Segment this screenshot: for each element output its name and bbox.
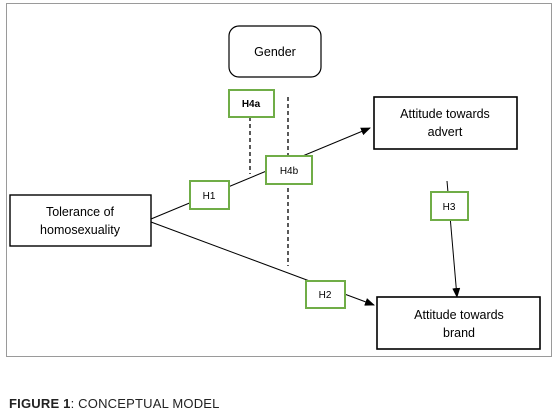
path-tolerance-to-advert [150, 127, 371, 220]
hypothesis-h4a: H4a [228, 89, 275, 118]
figure-caption: FIGURE 1: CONCEPTUAL MODEL [9, 396, 220, 411]
node-brand: Attitude towards brand [376, 296, 541, 350]
node-gender: Gender [228, 25, 322, 78]
figure-frame [6, 3, 552, 357]
node-advert-label-line2: advert [428, 125, 463, 139]
hypothesis-h3: H3 [430, 191, 469, 221]
node-brand-label-line2: brand [443, 326, 475, 340]
figure-caption-text: : CONCEPTUAL MODEL [70, 396, 220, 411]
node-advert: Attitude towards advert [373, 96, 518, 150]
node-tolerance: Tolerance of homosexuality [9, 194, 152, 247]
hypothesis-h1: H1 [189, 180, 230, 210]
hypothesis-h2-label: H2 [319, 290, 332, 301]
hypothesis-h1-label: H1 [203, 191, 216, 202]
hypothesis-h4a-label: H4a [242, 99, 261, 110]
hypothesis-h4b: H4b [265, 155, 313, 185]
hypothesis-h3-label: H3 [443, 202, 456, 213]
hypothesis-h4b-label: H4b [280, 166, 299, 177]
figure-caption-prefix: FIGURE 1 [9, 396, 71, 411]
hypothesis-h2: H2 [305, 280, 346, 309]
node-gender-label: Gender [254, 45, 296, 59]
node-tolerance-label-line2: homosexuality [40, 223, 121, 237]
node-brand-label-line1: Attitude towards [414, 308, 504, 322]
node-advert-label-line1: Attitude towards [400, 107, 490, 121]
node-tolerance-label-line1: Tolerance of [46, 205, 115, 219]
